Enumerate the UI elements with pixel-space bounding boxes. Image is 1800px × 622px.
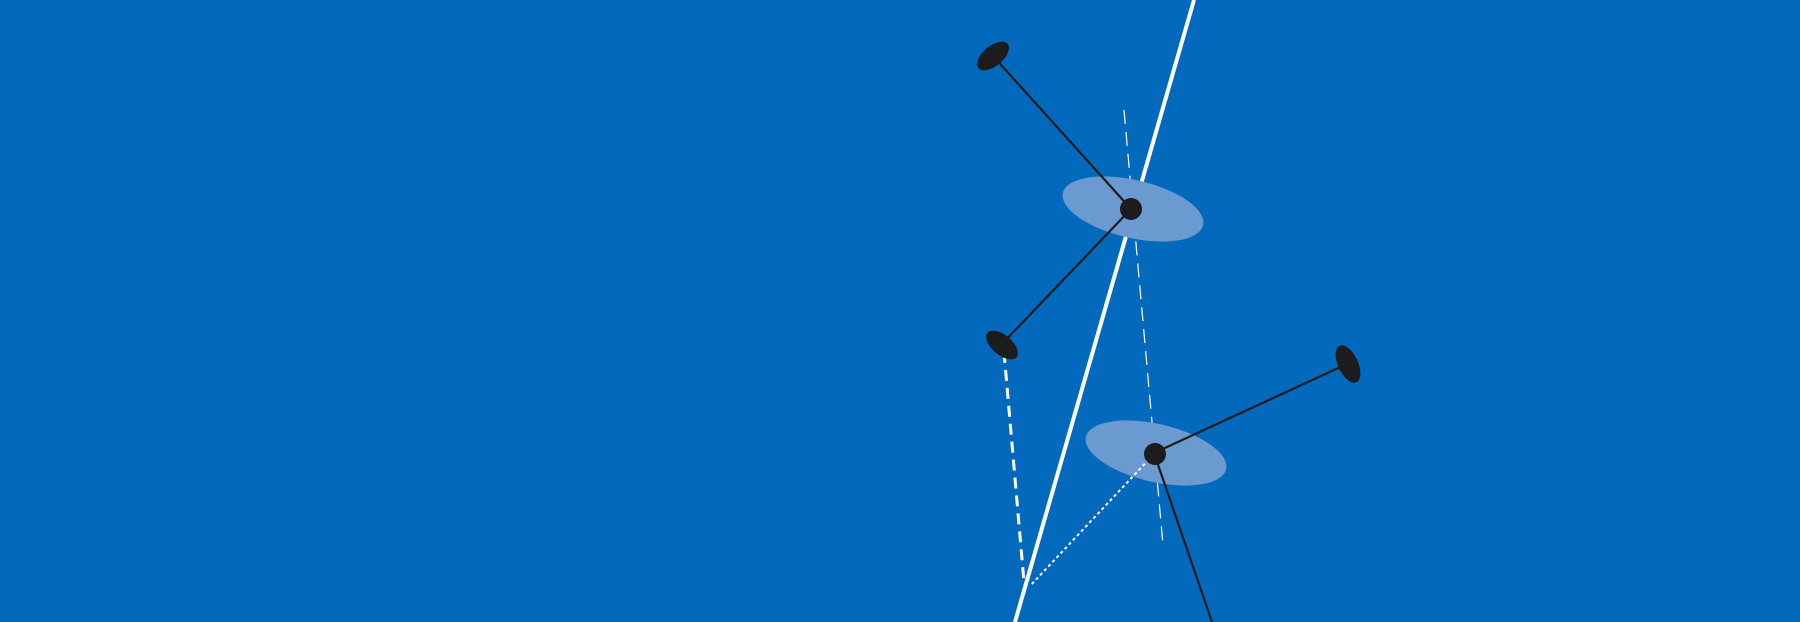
lower-arm-bottom [1152,452,1214,622]
upper-arm-bottom-endcap [986,330,1018,360]
upper-arm-top [992,55,1132,210]
upper-hub-node [1120,198,1142,220]
upper-arm-bottom [1001,208,1132,345]
lower-arm-right [1153,363,1348,454]
main-axis-line [1013,0,1196,622]
lower-arm-right-endcap [1335,345,1361,383]
upper-arm-top-endcap [977,41,1009,71]
lower-hub-node [1144,443,1166,465]
connector-dashed [1002,351,1026,583]
